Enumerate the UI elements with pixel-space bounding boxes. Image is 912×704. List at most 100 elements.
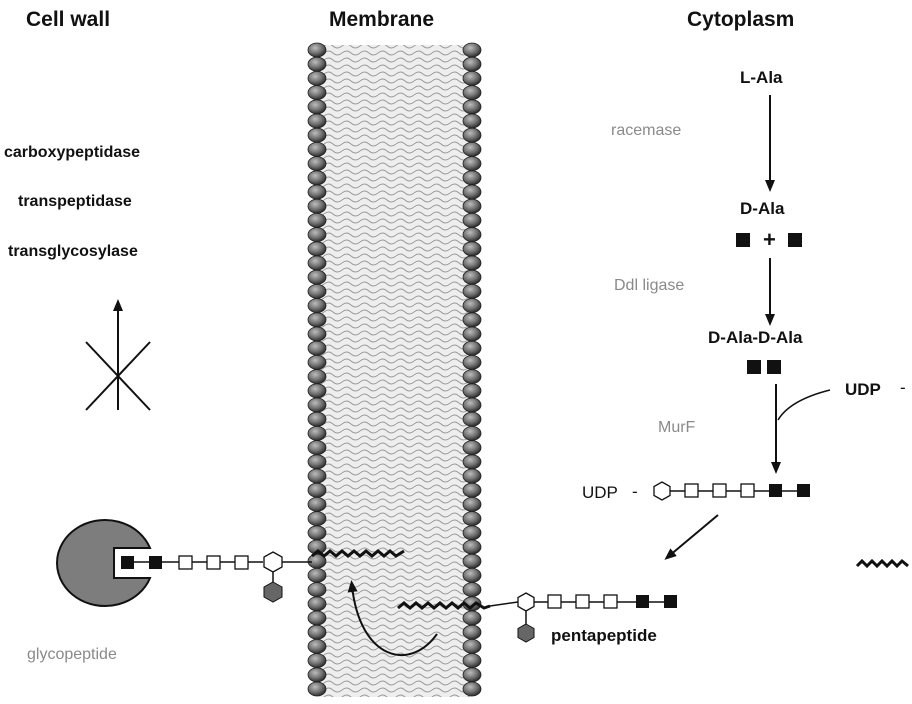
membrane-lipid-core bbox=[317, 45, 472, 697]
l-ala-label: L-Ala bbox=[740, 68, 783, 87]
glycopeptide-label: glycopeptide bbox=[27, 646, 117, 663]
d-ala-d-ala-label: D-Ala-D-Ala bbox=[708, 328, 803, 347]
d-ala-square-icon bbox=[769, 484, 782, 497]
lipid-pentapeptide-chain bbox=[489, 592, 677, 643]
membrane-head-group-bead bbox=[462, 71, 482, 86]
lipid-anchor-upper bbox=[311, 549, 405, 558]
ddl-ligase-label: Ddl ligase bbox=[614, 277, 684, 294]
membrane-head-group-bead bbox=[307, 639, 327, 654]
header-cell-wall: Cell wall bbox=[26, 8, 110, 31]
amino-acid-square-icon bbox=[575, 594, 590, 609]
membrane-head-group-bead bbox=[307, 610, 327, 626]
membrane-bilayer bbox=[307, 42, 482, 697]
membrane-head-group-bead bbox=[307, 425, 327, 441]
membrane-head-group-bead bbox=[462, 440, 482, 456]
membrane-head-group-bead bbox=[307, 71, 327, 86]
header-membrane: Membrane bbox=[329, 8, 434, 31]
membrane-head-group-bead bbox=[462, 511, 482, 526]
membrane-head-group-bead bbox=[307, 468, 327, 484]
enzyme-transpeptidase: transpeptidase bbox=[18, 193, 132, 210]
amino-acid-square-icon bbox=[547, 594, 562, 609]
lipid-carrier-squiggle bbox=[855, 558, 909, 569]
membrane-head-group-bead bbox=[462, 454, 482, 470]
membrane-head-group-bead bbox=[462, 340, 482, 356]
membrane-head-group-bead bbox=[307, 525, 327, 541]
membrane-head-group-bead bbox=[462, 468, 482, 484]
membrane-head-group-bead bbox=[307, 397, 327, 413]
membrane-head-group-bead bbox=[462, 369, 482, 385]
membrane-head-group-bead bbox=[307, 212, 327, 228]
amino-acid-square-icon bbox=[206, 555, 221, 570]
membrane-head-group-bead bbox=[462, 312, 482, 328]
header-cytoplasm: Cytoplasm bbox=[687, 8, 794, 31]
membrane-head-group-bead bbox=[307, 141, 327, 157]
membrane-head-group-bead bbox=[462, 667, 482, 683]
d-ala-square-icon bbox=[636, 595, 649, 608]
membrane-head-group-bead bbox=[307, 369, 327, 385]
amino-acid-square-icon bbox=[740, 483, 755, 498]
membrane-head-group-bead bbox=[307, 99, 327, 115]
blocked-arrow-icon bbox=[85, 299, 151, 411]
membrane-head-group-bead bbox=[462, 482, 482, 498]
membrane-head-group-bead bbox=[307, 582, 327, 597]
membrane-head-group-bead bbox=[462, 496, 482, 512]
membrane-head-group-bead bbox=[307, 227, 327, 243]
d-ala-square-icon bbox=[121, 556, 134, 569]
udp-pentapeptide-chain bbox=[653, 481, 810, 501]
racemase-label: racemase bbox=[611, 122, 681, 139]
membrane-head-group-bead bbox=[307, 624, 327, 640]
membrane-head-group-bead bbox=[462, 582, 482, 597]
grey-sugar-hexagon-icon bbox=[517, 623, 535, 643]
membrane-head-group-bead bbox=[307, 113, 327, 129]
membrane-head-group-bead bbox=[462, 156, 482, 172]
udp-chain-label: UDP bbox=[582, 483, 618, 502]
d-ala-square-icon bbox=[767, 360, 781, 374]
membrane-head-group-bead bbox=[307, 511, 327, 526]
d-ala-square-icon bbox=[149, 556, 162, 569]
membrane-head-group-bead bbox=[462, 241, 482, 257]
membrane-head-group-bead bbox=[462, 198, 482, 214]
arrow-to-lipid-intermediate bbox=[664, 514, 719, 560]
membrane-head-group-bead bbox=[307, 255, 327, 271]
amino-acid-square-icon bbox=[178, 555, 193, 570]
udp-release-arrow bbox=[777, 389, 831, 421]
membrane-head-group-bead bbox=[462, 141, 482, 157]
membrane-head-group-bead bbox=[307, 596, 327, 612]
membrane-head-group-bead bbox=[307, 85, 327, 100]
membrane-head-group-bead bbox=[462, 681, 482, 697]
membrane-head-group-bead bbox=[307, 298, 327, 314]
membrane-head-group-bead bbox=[462, 56, 482, 72]
membrane-head-group-bead bbox=[307, 496, 327, 512]
membrane-head-group-bead bbox=[307, 440, 327, 456]
lipid-anchor-lower bbox=[397, 601, 491, 610]
sugar-hexagon-icon bbox=[263, 551, 283, 573]
sugar-hexagon-icon bbox=[517, 592, 535, 612]
d-ala-label: D-Ala bbox=[740, 199, 785, 218]
membrane-head-group-bead bbox=[462, 85, 482, 100]
membrane-head-group-bead bbox=[462, 113, 482, 129]
membrane-head-group-bead bbox=[462, 283, 482, 299]
membrane-head-group-bead bbox=[307, 241, 327, 257]
amino-acid-square-icon bbox=[684, 483, 699, 498]
membrane-head-groups-left bbox=[307, 42, 327, 697]
membrane-head-group-bead bbox=[462, 397, 482, 413]
bound-pentapeptide-chain bbox=[121, 551, 312, 603]
amino-acid-square-icon bbox=[603, 594, 618, 609]
membrane-head-group-bead bbox=[307, 383, 327, 399]
membrane-head-group-bead bbox=[462, 255, 482, 271]
membrane-head-group-bead bbox=[307, 340, 327, 356]
membrane-head-group-bead bbox=[462, 568, 482, 583]
membrane-head-group-bead bbox=[462, 553, 482, 569]
membrane-head-group-bead bbox=[462, 639, 482, 654]
membrane-head-group-bead bbox=[307, 184, 327, 200]
membrane-head-group-bead bbox=[307, 198, 327, 214]
membrane-head-group-bead bbox=[307, 411, 327, 427]
membrane-head-group-bead bbox=[462, 212, 482, 228]
membrane-head-group-bead bbox=[462, 525, 482, 541]
grey-sugar-hexagon-icon bbox=[263, 581, 283, 603]
membrane-head-group-bead bbox=[307, 326, 327, 342]
amino-acid-square-icon bbox=[712, 483, 727, 498]
udp-side-label: UDP bbox=[845, 380, 881, 399]
